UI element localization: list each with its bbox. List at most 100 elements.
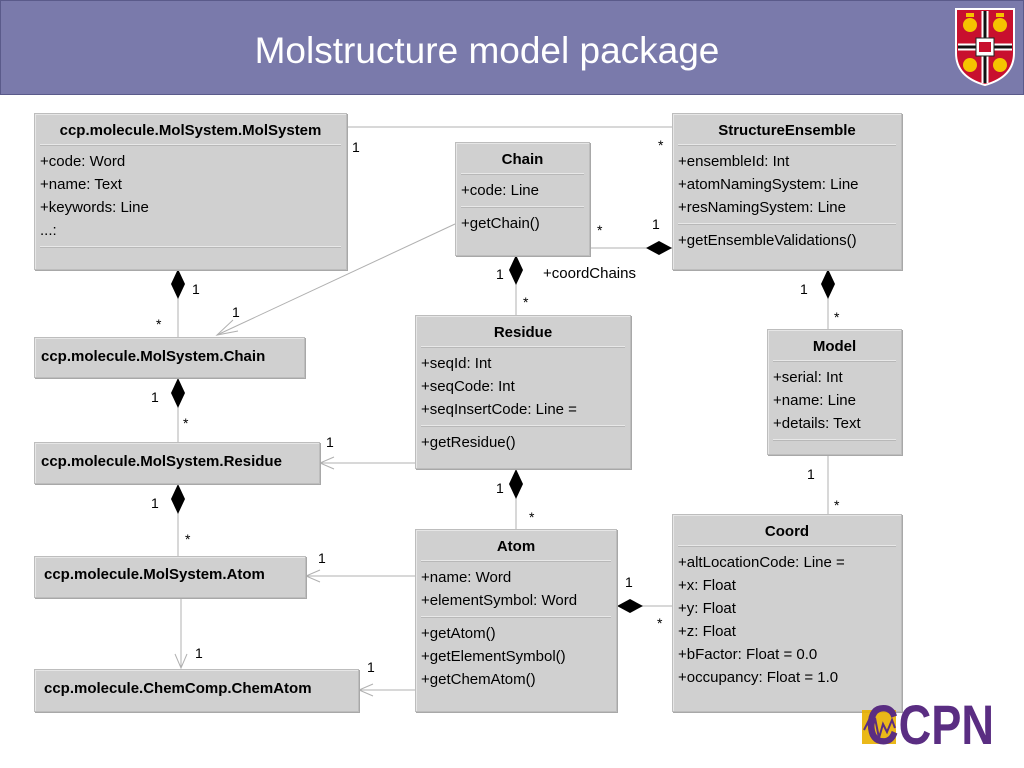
multiplicity-label: 1 [652,216,660,232]
operation-list: +getResidue() [416,427,630,454]
attribute: ...: [40,222,57,239]
multiplicity-label: * [658,137,664,153]
class-box-coord[interactable]: Coord +altLocationCode: Line = +x: Float… [672,514,902,712]
logo-text: CCPN [866,693,994,748]
attribute: +details: Text [773,415,861,432]
arrowhead-residue-msresidue [318,456,335,470]
multiplicity-label: * [523,294,529,310]
multiplicity-label: * [529,509,535,525]
operation: +getElementSymbol() [421,648,566,665]
composition-diamond-atom-coord [617,599,643,613]
class-title: StructureEnsemble [718,122,856,139]
connector-chain-mschain [216,223,456,336]
attribute: +name: Line [773,392,856,409]
class-box-residue[interactable]: Residue +seqId: Int +seqCode: Int +seqIn… [415,315,631,469]
operation-list: +getAtom() +getElementSymbol() +getChemA… [416,618,616,691]
divider [421,560,611,562]
arrowhead-atom-chematom [357,683,374,697]
multiplicity-label: 1 [625,574,633,590]
divider [773,439,896,441]
divider [421,346,625,348]
operation: +getEnsembleValidations() [678,232,857,249]
multiplicity-label: * [657,615,663,631]
attribute: +seqInsertCode: Line = [421,401,577,418]
attribute-list: +altLocationCode: Line = +x: Float +y: F… [673,547,901,693]
arrowhead-msatom-chematom [174,653,188,670]
class-title: Coord [764,523,810,540]
multiplicity-label: * [834,309,840,325]
arrowhead-atom-msatom [304,569,321,583]
class-box-atom[interactable]: Atom +name: Word +elementSymbol: Word +g… [415,529,617,712]
class-box-ms-atom[interactable]: ccp.molecule.MolSystem.Atom [34,556,306,598]
divider [421,425,625,427]
class-title: Chain [501,151,544,168]
title-bar: Molstructure model package [0,0,1024,95]
multiplicity-label: 1 [326,434,334,450]
divider [678,223,896,225]
divider [461,173,584,175]
class-box-ms-chain[interactable]: ccp.molecule.MolSystem.Chain [34,337,305,378]
multiplicity-label: 1 [807,466,815,482]
multiplicity-label: 1 [800,281,808,297]
attribute: +x: Float [678,577,736,594]
attribute-list: +code: Line [456,175,589,206]
class-box-molsystem[interactable]: ccp.molecule.MolSystem.MolSystem +code: … [34,113,347,270]
attribute: +bFactor: Float = 0.0 [678,646,818,663]
class-title: ccp.molecule.MolSystem.MolSystem [59,122,322,139]
multiplicity-label: * [183,415,189,431]
ccpn-logo: CCPN [862,693,994,748]
operation-list: +getEnsembleValidations() [673,225,901,252]
attribute: +serial: Int [773,369,843,386]
attribute: +atomNamingSystem: Line [678,176,859,193]
role-label: +coordChains [543,265,636,282]
composition-diamond-residue-atom [509,469,523,499]
multiplicity-label: 1 [318,550,326,566]
class-box-chain[interactable]: Chain +code: Line +getChain() [455,142,590,256]
attribute: +keywords: Line [40,199,149,216]
arrowhead-chain-mschain [215,319,239,336]
divider [678,545,896,547]
divider [421,616,611,618]
operation: +getChemAtom() [421,671,536,688]
attribute: +y: Float [678,600,736,617]
divider [40,246,341,248]
divider [773,360,896,362]
class-box-ms-residue[interactable]: ccp.molecule.MolSystem.Residue [34,442,320,484]
university-crest-icon [955,8,1015,87]
attribute: +elementSymbol: Word [421,592,578,609]
multiplicity-label: 1 [151,495,159,511]
class-box-structure-ensemble[interactable]: StructureEnsemble +ensembleId: Int +atom… [672,113,902,270]
attribute: +seqId: Int [421,355,492,372]
class-title: Model [812,338,857,355]
multiplicity-label: * [185,531,191,547]
attribute: +code: Word [40,153,126,170]
operation-list: +getChain() [456,208,589,235]
attribute: +code: Line [461,182,539,199]
divider [40,144,341,146]
class-title: Atom [496,538,536,555]
class-title: ccp.molecule.MolSystem.Chain [41,348,266,365]
attribute-list: +seqId: Int +seqCode: Int +seqInsertCode… [416,348,630,425]
attribute-list: +name: Word +elementSymbol: Word [416,562,616,616]
multiplicity-label: 1 [352,139,360,155]
operation: +getChain() [461,215,540,232]
class-title: ccp.molecule.MolSystem.Residue [41,453,282,470]
composition-diamond-molsystem-mschain [171,269,185,299]
divider [678,144,896,146]
composition-diamond-ensemble-model [821,269,835,299]
attribute: +occupancy: Float = 1.0 [678,669,839,686]
composition-diamond-chain-ensemble [646,241,672,255]
multiplicity-label: * [834,497,840,513]
class-title: Residue [493,324,553,341]
attribute: +name: Word [421,569,512,586]
class-box-model[interactable]: Model +serial: Int +name: Line +details:… [767,329,902,455]
class-box-chematom[interactable]: ccp.molecule.ChemComp.ChemAtom [34,669,359,712]
operation: +getAtom() [421,625,496,642]
multiplicity-label: 1 [496,480,504,496]
attribute: +resNamingSystem: Line [678,199,846,216]
multiplicity-label: 1 [192,281,200,297]
divider [461,206,584,208]
multiplicity-label: * [156,316,162,332]
attribute: +altLocationCode: Line = [678,554,845,571]
